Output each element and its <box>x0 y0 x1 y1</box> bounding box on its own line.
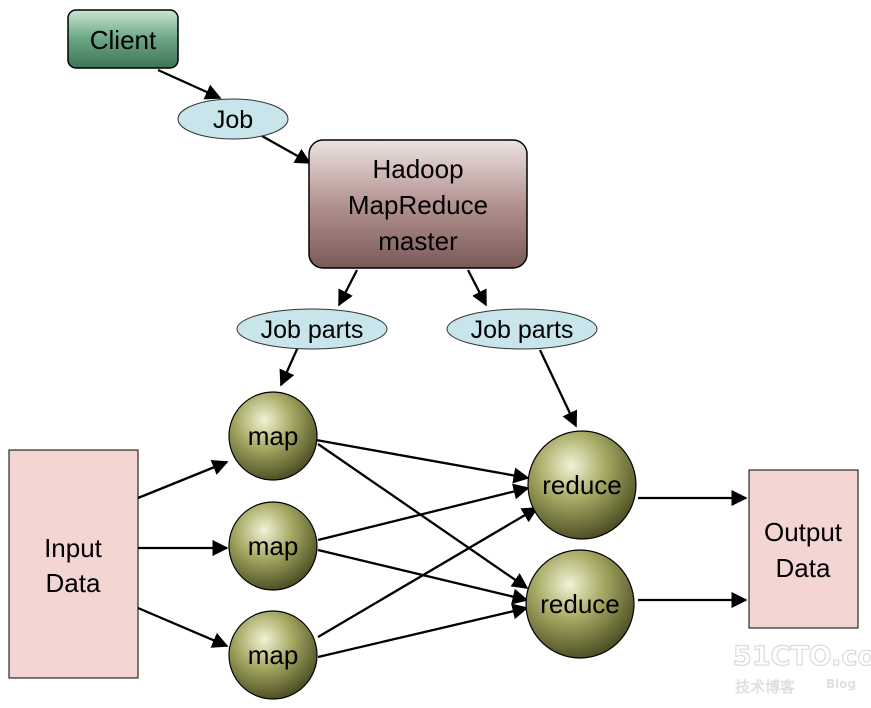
client-node: Client <box>67 9 179 69</box>
input-data-node: Input Data <box>8 449 139 679</box>
reduce-label-2: reduce <box>540 589 620 619</box>
map-node-1: map <box>228 391 318 481</box>
output-label-line2: Data <box>776 553 831 583</box>
watermark-tagline: 技术博客 <box>735 678 796 696</box>
reduce-node-1: reduce <box>527 430 637 540</box>
client-label: Client <box>90 25 157 55</box>
job-parts-left: Job parts <box>236 308 388 350</box>
arrows <box>137 68 748 659</box>
watermark-blog: Blog <box>826 677 856 691</box>
arrow-map3-reduce1 <box>317 507 539 638</box>
arrow-input-map1 <box>137 459 229 500</box>
input-label-line2: Data <box>46 568 101 598</box>
master-label-line3: master <box>378 226 458 256</box>
master-node: Hadoop MapReduce master <box>308 139 528 269</box>
watermark: 51CTO.com 技术博客 Blog <box>732 640 871 696</box>
arrow-jobparts-reduce <box>538 349 578 428</box>
reduce-label-1: reduce <box>542 470 622 500</box>
map-node-3: map <box>228 610 318 700</box>
arrow-map1-reduce1 <box>315 438 530 484</box>
arrow-job-master <box>261 134 312 165</box>
watermark-logo: 51CTO.com <box>733 641 871 672</box>
master-label-line1: Hadoop <box>372 154 463 184</box>
map-node-2: map <box>228 501 318 591</box>
arrow-map1-reduce2 <box>317 443 529 589</box>
arrow-map3-reduce2 <box>317 603 529 659</box>
arrow-master-jobparts-right <box>466 269 488 307</box>
job-parts-right-label: Job parts <box>471 316 574 344</box>
arrow-map2-reduce1 <box>317 483 530 542</box>
job-label: Job <box>213 106 253 134</box>
master-label-line2: MapReduce <box>348 190 488 220</box>
output-label-line1: Output <box>764 517 843 547</box>
map-label-1: map <box>248 421 299 451</box>
job-node: Job <box>177 98 289 140</box>
arrow-input-map3 <box>137 606 229 648</box>
reduce-node-2: reduce <box>525 549 635 659</box>
input-label-line1: Input <box>44 533 103 563</box>
job-parts-right: Job parts <box>446 308 598 350</box>
arrow-client-job <box>157 68 222 100</box>
arrow-master-jobparts-left <box>337 269 359 307</box>
job-parts-left-label: Job parts <box>261 316 364 344</box>
output-data-node: Output Data <box>748 469 859 629</box>
map-label-3: map <box>248 640 299 670</box>
map-label-2: map <box>248 531 299 561</box>
arrow-jobparts-map <box>279 346 300 387</box>
